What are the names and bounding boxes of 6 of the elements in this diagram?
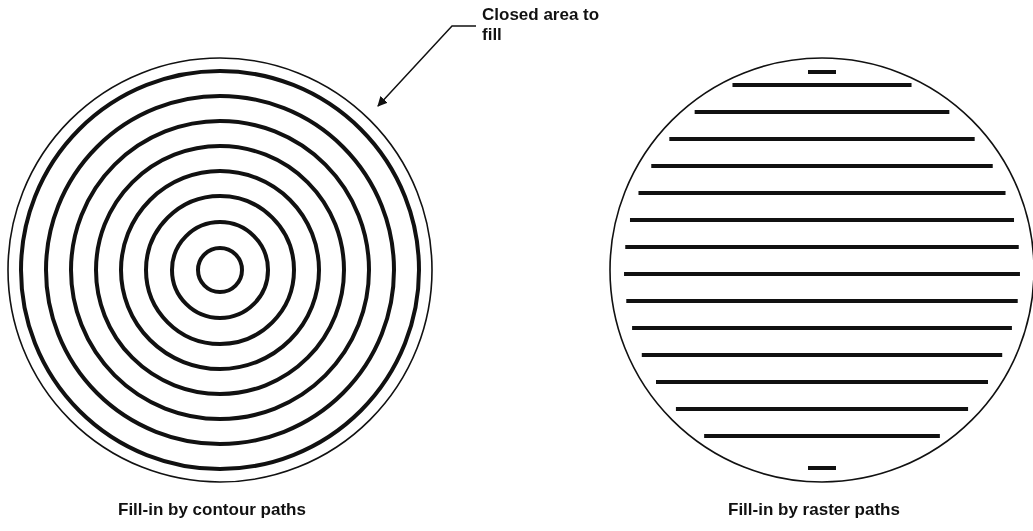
raster-paths-drawing — [606, 54, 1033, 486]
node-label: Fill-in by raster paths — [728, 500, 900, 520]
node-label: Fill-in by contour paths — [118, 500, 306, 520]
callout-text: Closed area to fill — [482, 5, 612, 45]
leader-arrow — [377, 25, 477, 107]
contour-paths-drawing — [4, 54, 436, 486]
